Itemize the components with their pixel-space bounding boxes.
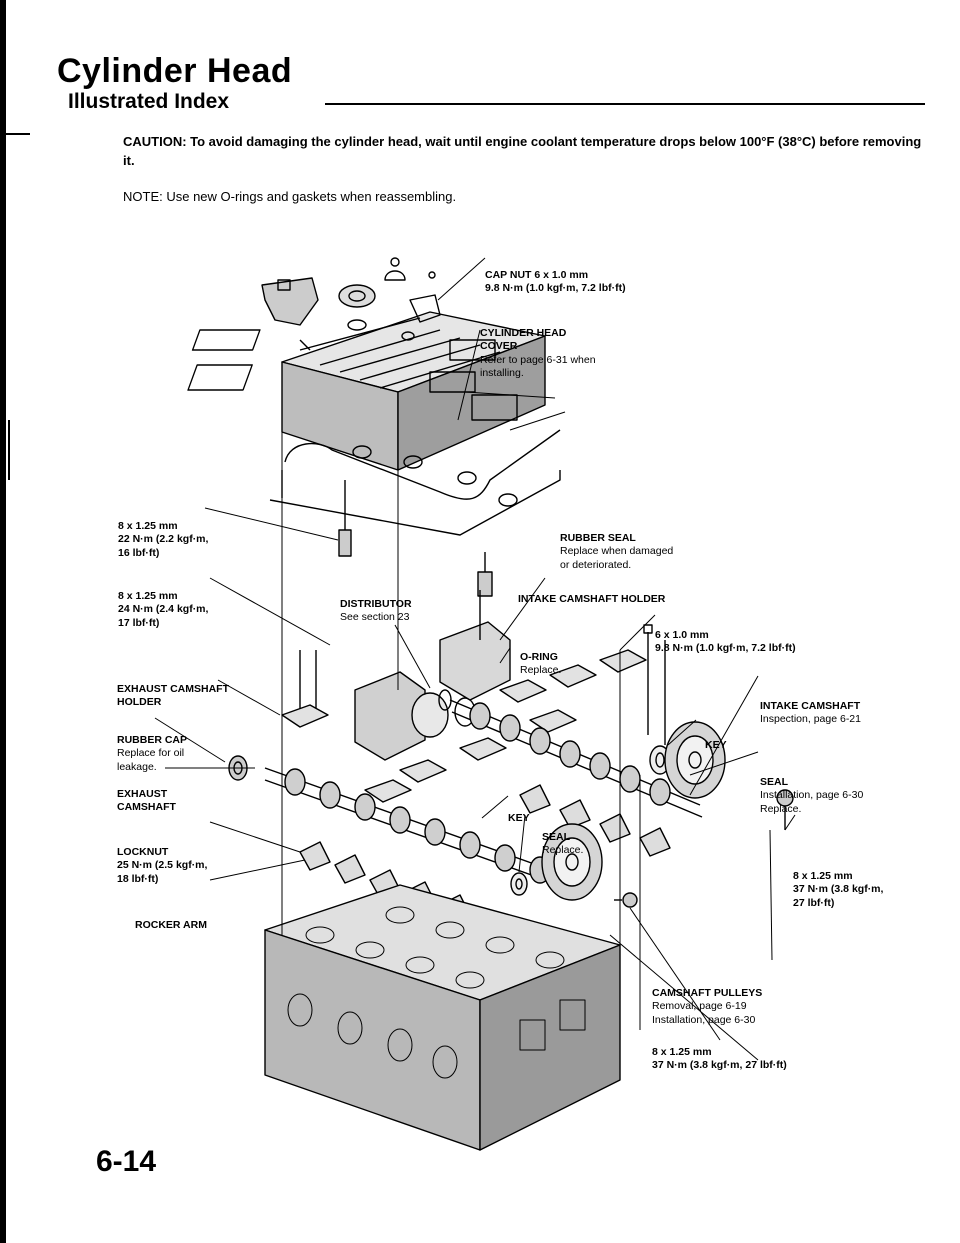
label-key-lower: KEY	[508, 812, 530, 825]
page-number: 6-14	[96, 1145, 157, 1178]
distributor	[354, 671, 476, 761]
note-text: NOTE: Use new O-rings and gaskets when r…	[123, 189, 457, 204]
exhaust-camshaft	[264, 767, 566, 888]
page-title: Cylinder Head	[57, 52, 293, 90]
spark-plug-left	[338, 480, 352, 557]
exhaust-seal	[510, 872, 528, 896]
assembly-guide-lines	[281, 430, 641, 1030]
spark-plug-right	[477, 552, 493, 597]
page-subtitle: Illustrated Index	[68, 90, 230, 113]
cylinder-head	[264, 884, 621, 1151]
cover-grommets	[352, 445, 518, 507]
caution-text: CAUTION: To avoid damaging the cylinder …	[123, 134, 922, 168]
pulley-bolt-lower	[614, 892, 638, 908]
exhaust-holder-bolts	[281, 650, 329, 728]
pulley-bolt-right	[776, 789, 794, 830]
label-exhaust-camshaft: EXHAUST CAMSHAFT	[117, 788, 176, 814]
top-small-parts	[299, 257, 441, 351]
left-margin-mark	[0, 133, 30, 135]
oil-filler-cap	[338, 284, 376, 331]
intake-holder-block	[439, 590, 511, 701]
intake-pulley	[664, 721, 726, 799]
label-exhaust-camshaft-holder: EXHAUST CAMSHAFT HOLDER	[117, 683, 229, 709]
rocker-arms-intake	[519, 784, 671, 857]
binder-edge-graphic	[0, 0, 10, 1243]
label-rocker-arm: ROCKER ARM	[135, 919, 207, 932]
breather-bracket	[261, 277, 319, 326]
intake-holder-bolts	[643, 624, 666, 745]
label-key-upper: KEY	[705, 739, 727, 752]
exhaust-pulley	[541, 823, 603, 901]
intake-camshaft	[438, 689, 703, 818]
leader-lines	[154, 257, 796, 1061]
header-rule	[325, 103, 925, 105]
label-intake-camshaft-holder: INTAKE CAMSHAFT HOLDER	[518, 593, 666, 606]
camshaft-holders-upper	[364, 649, 647, 803]
binder-edge	[0, 0, 14, 1243]
